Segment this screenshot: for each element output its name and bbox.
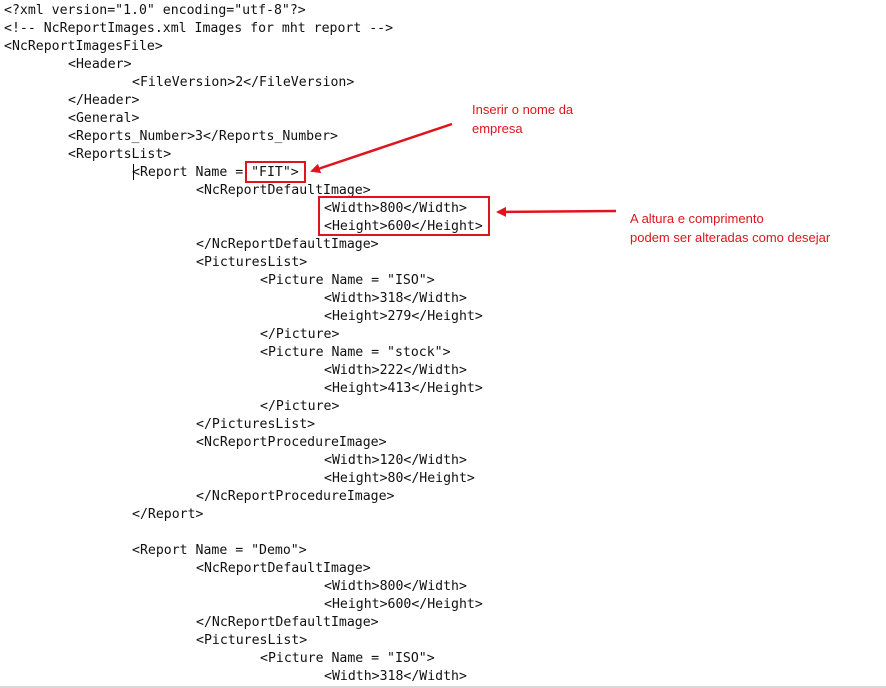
- code-line: <FileVersion>2</FileVersion>: [132, 75, 355, 90]
- code-line: <Reports_Number>3</Reports_Number>: [68, 129, 338, 144]
- code-line: <?xml version="1.0" encoding="utf-8"?>: [4, 3, 306, 18]
- annotation-company-name-line2: empresa: [472, 121, 523, 136]
- default-image-size-highlight-box: [318, 196, 490, 236]
- code-line: <NcReportDefaultImage>: [196, 183, 371, 198]
- code-line: <!-- NcReportImages.xml Images for mht r…: [4, 21, 394, 36]
- arrow-to-report-name: [310, 122, 453, 174]
- code-line: </Report>: [132, 507, 204, 522]
- code-line: <PicturesList>: [196, 255, 308, 270]
- code-line: <Height>600</Height>: [324, 597, 483, 612]
- code-line: <Width>318</Width>: [324, 669, 467, 684]
- code-line: <Picture Name = "ISO">: [260, 651, 435, 666]
- code-line: <Report Name = "FIT">: [132, 165, 299, 180]
- annotation-company-name: Inserir o nome da empresa: [472, 100, 573, 138]
- code-line: </NcReportDefaultImage>: [196, 615, 379, 630]
- report-name-highlight-box: [245, 161, 306, 183]
- code-line: <Height>600</Height>: [324, 219, 483, 234]
- code-line: </NcReportProcedureImage>: [196, 489, 395, 504]
- code-line: </Header>: [68, 93, 140, 108]
- code-line: <Width>318</Width>: [324, 291, 467, 306]
- code-line: <Header>: [68, 57, 132, 72]
- text-cursor: [133, 164, 134, 180]
- code-line: </Picture>: [260, 399, 340, 414]
- code-line: </Picture>: [260, 327, 340, 342]
- code-line: <NcReportProcedureImage>: [196, 435, 387, 450]
- code-line: <Picture Name = "stock">: [260, 345, 451, 360]
- annotation-size-line2: podem ser alteradas como desejar: [630, 230, 831, 245]
- code-line: <Width>800</Width>: [324, 579, 467, 594]
- code-line: <NcReportDefaultImage>: [196, 561, 371, 576]
- code-line: </NcReportDefaultImage>: [196, 237, 379, 252]
- annotation-size: A altura e comprimento podem ser alterad…: [630, 209, 830, 247]
- code-line: <NcReportImagesFile>: [4, 39, 163, 54]
- arrow-to-image-size: [496, 206, 617, 217]
- code-line: <Report Name = "Demo">: [132, 543, 307, 558]
- code-line: <General>: [68, 111, 140, 126]
- code-line: <Height>80</Height>: [324, 471, 475, 486]
- code-line: </PicturesList>: [196, 417, 316, 432]
- bottom-border: [0, 686, 886, 688]
- code-line: <ReportsList>: [68, 147, 172, 162]
- code-line: <Width>120</Width>: [324, 453, 467, 468]
- code-line: <Width>222</Width>: [324, 363, 467, 378]
- code-line: <Picture Name = "ISO">: [260, 273, 435, 288]
- annotation-company-name-line1: Inserir o nome da: [472, 102, 574, 117]
- code-line: <Width>800</Width>: [324, 201, 467, 216]
- code-line: <Height>279</Height>: [324, 309, 483, 324]
- code-line: <PicturesList>: [196, 633, 308, 648]
- code-line: <Height>413</Height>: [324, 381, 483, 396]
- annotation-size-line1: A altura e comprimento: [630, 211, 764, 226]
